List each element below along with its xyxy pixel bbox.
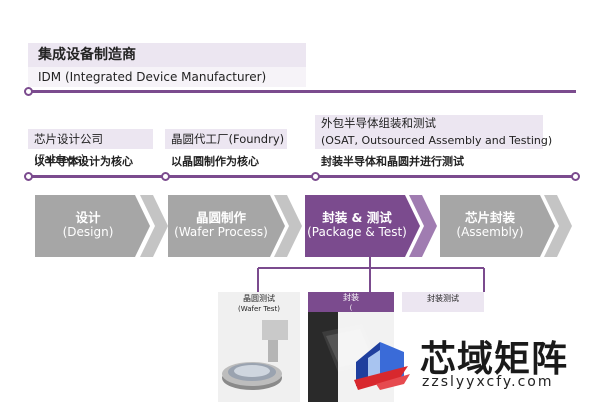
wafer-prober-image — [222, 320, 288, 390]
segment-fabless-desc: 以半导体设计为核心 — [34, 155, 133, 168]
segment-foundry-label: 晶圆代工厂(Foundry) — [165, 129, 287, 149]
stage-assembly-shape — [440, 195, 572, 257]
segment-osat-label: 外包半导体组装和测试 — [321, 116, 436, 130]
stage-package-en: (Package & Test) — [307, 225, 407, 239]
segment-osat-label-box — [315, 115, 543, 149]
stage-package-shape — [305, 195, 437, 257]
substep-package-cn: 封装 — [343, 293, 359, 302]
stage-design: 设计 (Design) — [38, 210, 138, 240]
stage-design-shape — [35, 195, 168, 257]
stage-wafer-shape — [168, 195, 302, 257]
stage-design-cn: 设计 — [75, 210, 101, 225]
watermark-url: zzslyyxcfy.com — [422, 374, 554, 390]
stage-assembly-cn: 芯片封装 — [464, 210, 515, 225]
substep-package-test-cn: 封装测试 — [427, 294, 459, 303]
substep-wafer-test-en: (Wafer Test) — [238, 305, 280, 313]
segment-timeline — [28, 175, 576, 178]
stage-assembly: 芯片封装 (Assembly) — [440, 210, 540, 240]
stage-wafer-en: (Wafer Process) — [174, 225, 268, 239]
stage-assembly-en: (Assembly) — [456, 225, 524, 239]
substep-package-header: 封装 ( — [308, 292, 394, 312]
segment-dot-1 — [24, 172, 33, 181]
watermark-name: 芯域矩阵 — [420, 339, 569, 380]
segment-foundry-desc: 以晶圆制作为核心 — [171, 155, 259, 168]
segment-dot-2 — [161, 172, 170, 181]
substep-wafer-test: 晶圆测试 (Wafer Test) — [218, 292, 300, 402]
stage-package-cn: 封装 & 测试 — [322, 210, 392, 225]
stage-wafer-cn: 晶圆制作 — [195, 210, 246, 225]
stage-package: 封装 & 测试 (Package & Test) — [302, 210, 412, 240]
idm-subtitle: IDM (Integrated Device Manufacturer) — [28, 67, 306, 87]
idm-timeline — [28, 90, 576, 93]
segment-osat-desc: 封装半导体和晶圆并进行测试 — [321, 155, 464, 168]
stage-wafer: 晶圆制作 (Wafer Process) — [166, 210, 276, 240]
watermark-logo-icon — [354, 342, 410, 390]
substep-connector — [257, 257, 485, 292]
substep-package-test: 封装测试 — [402, 292, 484, 312]
segment-fabless-label: 芯片设计公司(Fabless) — [28, 129, 153, 166]
stage-design-en: (Design) — [62, 225, 114, 239]
segment-osat-label-en: (OSAT, Outsourced Assembly and Testing) — [321, 134, 553, 147]
idm-timeline-start-dot — [24, 87, 33, 96]
substep-package-en: ( — [349, 304, 353, 312]
segment-dot-3 — [311, 172, 320, 181]
watermark: 芯域矩阵 zzslyyxcfy.com — [338, 312, 600, 402]
idm-title: 集成设备制造商 — [28, 43, 306, 67]
substep-wafer-test-cn: 晶圆测试 — [243, 294, 275, 303]
segment-dot-4 — [571, 172, 580, 181]
